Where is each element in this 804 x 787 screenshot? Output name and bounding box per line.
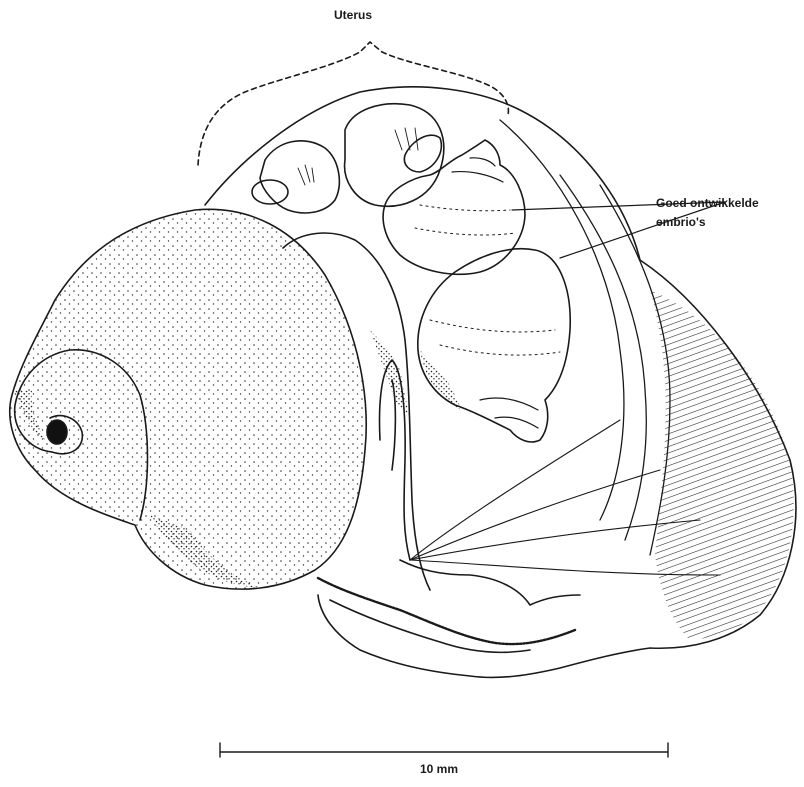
aperture-hole	[47, 420, 67, 444]
embryos-label-line-1: Goed ontwikkelde	[656, 194, 759, 213]
siphon-inner	[392, 380, 395, 470]
mantle-arc-2	[560, 175, 646, 540]
radiate-1	[410, 420, 620, 560]
hatched-region	[650, 290, 794, 640]
embryo-upright-dots	[415, 205, 515, 235]
uterus-label: Uterus	[334, 8, 372, 22]
uterus-bracket	[198, 42, 508, 165]
embryo-small-lines	[298, 165, 314, 185]
scale-label: 10 mm	[420, 762, 458, 776]
embryo-large-whorls	[480, 398, 538, 428]
radiate-2	[410, 470, 660, 560]
embryo-large-dots	[430, 320, 560, 355]
embryos-label-line-2: embrio's	[656, 213, 759, 232]
scale-bar	[220, 743, 668, 757]
embryos-label: Goed ontwikkelde embrio's	[656, 194, 759, 232]
foot-edge	[318, 578, 575, 644]
embryo-upright-whorls	[452, 158, 503, 182]
embryo-small	[260, 141, 339, 213]
embryo-round-lines	[395, 128, 418, 150]
embryo-large-shading	[420, 350, 462, 410]
embryo-small-aperture	[252, 180, 288, 204]
mantle-arc-1	[500, 120, 624, 520]
embryo-round-aperture	[404, 135, 441, 172]
